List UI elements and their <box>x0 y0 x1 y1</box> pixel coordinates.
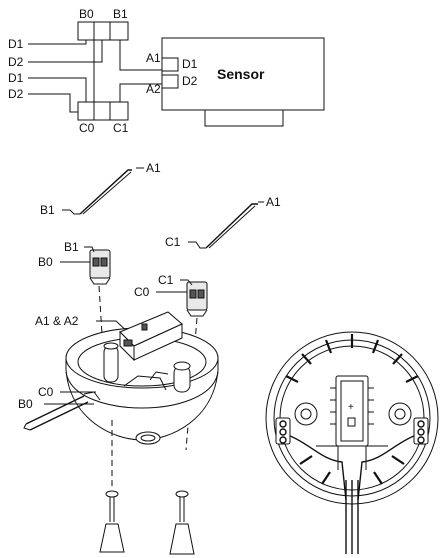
internal-wire-right <box>357 435 415 501</box>
wire-a2 <box>119 83 169 102</box>
label-a1-top: A1 <box>146 161 161 175</box>
label-sensor-d1: D1 <box>182 57 198 71</box>
wire-d1-b <box>28 77 87 102</box>
connector-c <box>186 281 208 317</box>
label-left-d1-a: D1 <box>8 37 24 51</box>
jumper-wire-c1-inner <box>208 205 256 249</box>
sensor-foot <box>204 109 284 127</box>
base-housing <box>65 327 219 441</box>
label-b0-conn: B0 <box>38 255 53 269</box>
label-left-d2-a: D2 <box>8 55 24 69</box>
side-terminal-left <box>275 417 291 445</box>
label-a2: A2 <box>146 82 161 96</box>
terminal-b1 <box>109 21 129 41</box>
label-c0-base: C0 <box>38 385 54 399</box>
label-bottom-c0: C0 <box>79 121 95 135</box>
terminal-c0-left <box>77 101 95 121</box>
base-top-view: + <box>265 331 439 554</box>
label-left-d2-b: D2 <box>8 87 24 101</box>
wire-d2-a <box>28 40 103 63</box>
side-terminal-right <box>413 417 429 445</box>
leader-c1-wire <box>188 241 206 249</box>
label-top-b0: B0 <box>79 7 94 21</box>
external-cable <box>23 391 101 431</box>
label-c0-conn: C0 <box>134 285 150 299</box>
leader-b1-wire <box>62 209 80 215</box>
label-c1-wire: C1 <box>165 235 181 249</box>
wire-a1 <box>119 40 169 71</box>
sensor-pin-d2 <box>161 74 179 89</box>
wire-d2-b <box>28 93 78 113</box>
sensor-pin-d1 <box>161 57 179 72</box>
label-b0-base: B0 <box>18 397 33 411</box>
label-a1-right: A1 <box>266 195 281 209</box>
terminal-b0-left <box>77 21 95 41</box>
screw-anchor-left <box>99 420 125 553</box>
label-a1a2: A1 & A2 <box>35 314 79 328</box>
label-a1: A1 <box>146 51 161 65</box>
sensor-module <box>119 311 183 362</box>
leader-b1-conn <box>84 246 95 253</box>
connector-b <box>89 249 111 285</box>
label-sensor-d2: D2 <box>182 74 198 88</box>
label-top-b1: B1 <box>113 7 128 21</box>
screw-anchor-right <box>169 490 195 555</box>
label-c1-conn: C1 <box>158 273 174 287</box>
internal-wire-left <box>289 435 347 501</box>
wire-d1-a <box>28 40 87 45</box>
sensor-title: Sensor <box>217 66 265 82</box>
jumper-wire-b1 <box>79 169 132 215</box>
leader-c1-conn <box>180 279 193 286</box>
terminal-plus: + <box>348 402 354 413</box>
terminal-c1 <box>109 101 129 121</box>
radial-ticks <box>285 334 419 485</box>
label-left-d1-b: D1 <box>8 71 24 85</box>
wiring-schematic: B0 B1 C0 C1 D1 D2 D1 D2 A1 A2 D1 D2 Sens… <box>8 7 325 135</box>
jumper-wire-b1-inner <box>82 171 132 215</box>
screw-boss-left <box>294 402 318 426</box>
terminal-c0-right <box>93 101 111 121</box>
screw-boss-right <box>388 402 412 426</box>
label-b1-conn: B1 <box>64 240 79 254</box>
exploded-view: A1 B1 A1 C1 B1 B0 C1 C0 <box>18 161 281 555</box>
o-ring-gasket <box>135 431 161 445</box>
label-bottom-c1: C1 <box>113 121 129 135</box>
jumper-wire-c1 <box>205 203 258 249</box>
label-b1-wire: B1 <box>40 203 55 217</box>
terminal-b0-right <box>93 21 111 41</box>
